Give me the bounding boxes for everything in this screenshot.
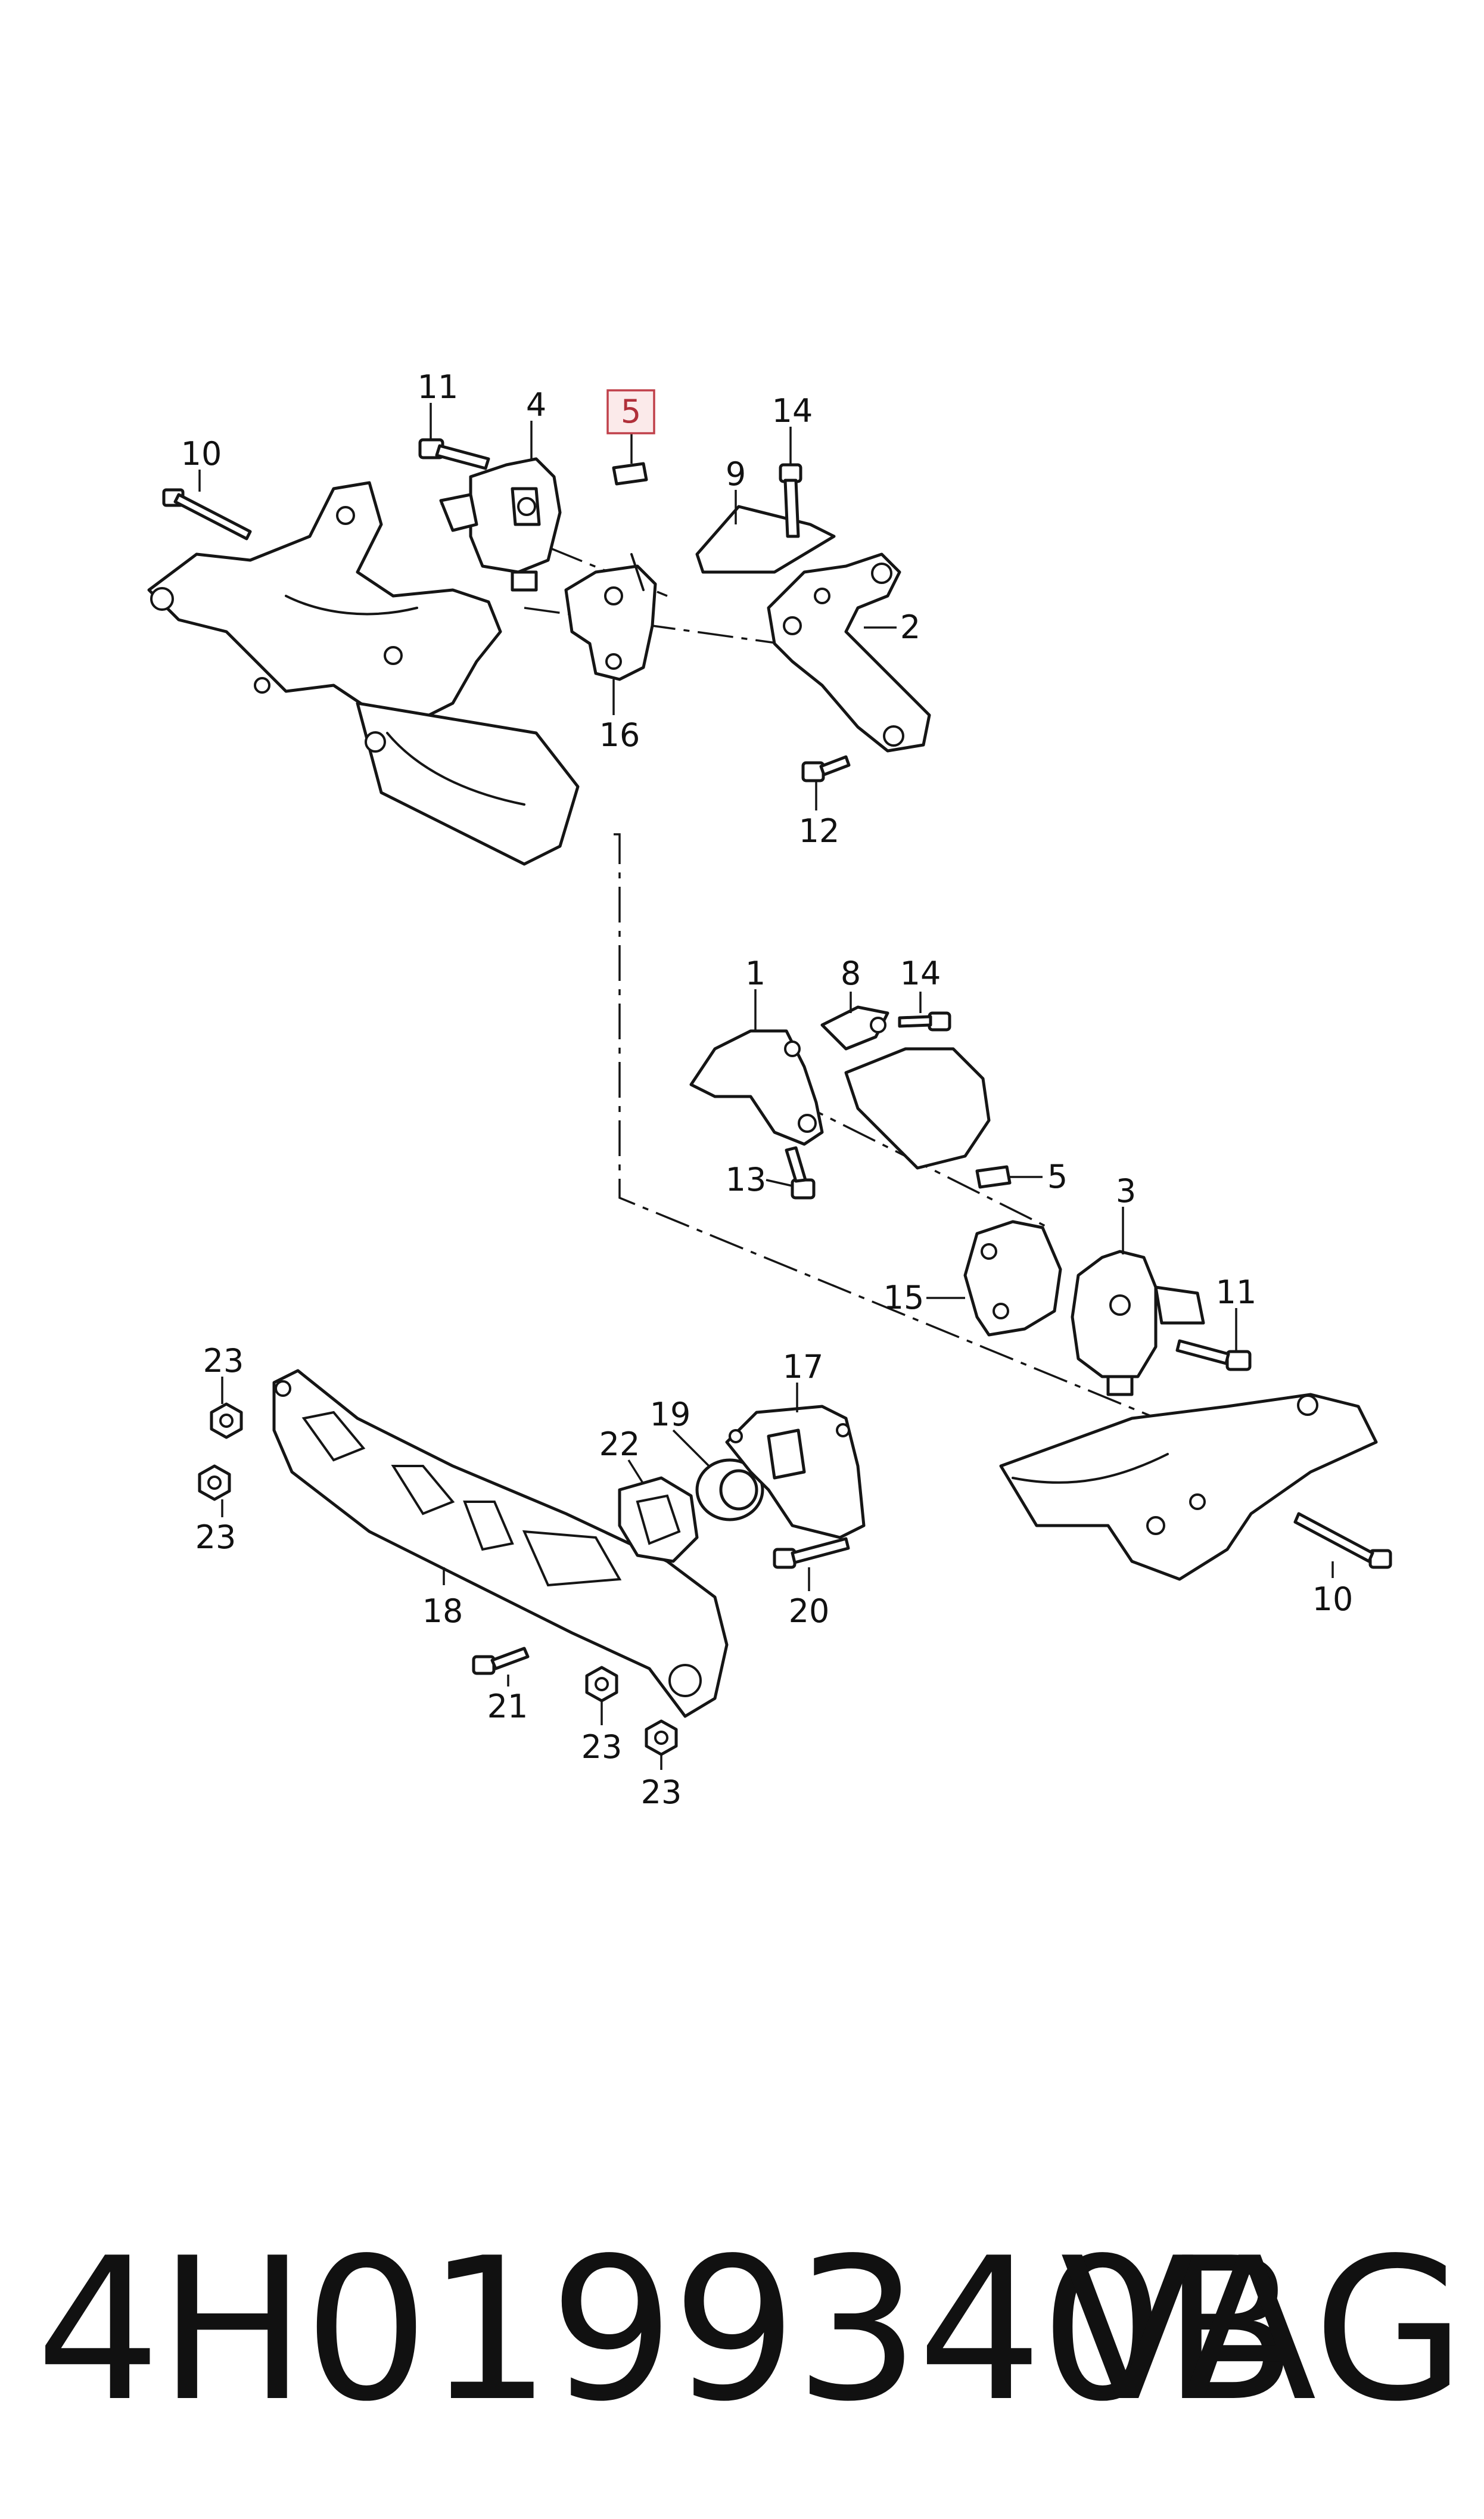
nut-23-d	[645, 1719, 678, 1756]
bolt-14-mid	[898, 1011, 951, 1032]
callout-labels: 11 4 5 14 10 9 2 16 12 1 8 14 13 5 3 15 …	[181, 368, 1354, 1811]
callout-2: 2	[900, 608, 920, 646]
engine-mount-3	[1071, 1250, 1205, 1396]
callout-23-b: 23	[195, 1518, 237, 1556]
leader-lines	[198, 403, 1334, 1770]
callout-14-mid: 14	[900, 955, 941, 992]
heat-shield-9	[695, 505, 836, 574]
bracket-17	[725, 1405, 866, 1539]
bolt-10-top	[162, 488, 252, 541]
callout-15: 15	[883, 1279, 925, 1316]
bolt-10-bottom	[1293, 1512, 1392, 1569]
callout-12: 12	[799, 812, 840, 850]
callout-23-c: 23	[581, 1728, 623, 1766]
bolt-14-top	[779, 463, 802, 538]
subframe-top	[147, 481, 580, 866]
stop-5-mid	[975, 1165, 1012, 1189]
engine-mount-4	[439, 457, 562, 592]
callout-4: 4	[526, 386, 546, 424]
callout-11-top: 11	[418, 368, 459, 406]
callout-19: 19	[650, 1396, 691, 1433]
callout-18: 18	[422, 1592, 463, 1630]
subframe-bottom-right	[999, 1393, 1378, 1581]
bracket-8-and-mount	[820, 1005, 991, 1170]
bracket-16	[564, 553, 657, 681]
callout-9: 9	[726, 455, 746, 493]
callout-20: 20	[789, 1592, 830, 1630]
part-number: 4H0199340B	[36, 2216, 1298, 2445]
gearbox-bracket-2	[767, 552, 931, 753]
bracket-15	[963, 1220, 1062, 1337]
callout-23-a: 23	[203, 1342, 244, 1380]
callout-10-top: 10	[181, 435, 222, 473]
bolt-12	[801, 755, 851, 782]
bolt-20	[773, 1537, 850, 1569]
callout-5-top: 5	[621, 393, 641, 430]
bolt-11-top	[418, 438, 490, 470]
callout-16: 16	[599, 716, 640, 754]
callout-8: 8	[841, 955, 861, 992]
nut-23-b	[198, 1464, 231, 1501]
callout-10-bottom: 10	[1312, 1580, 1354, 1618]
callout-23-d: 23	[641, 1773, 682, 1811]
brand-label: VAG	[1060, 2216, 1466, 2445]
callout-11-mid: 11	[1216, 1274, 1257, 1311]
bush-19	[695, 1458, 764, 1521]
crossmember-18	[272, 1369, 729, 1718]
part-number-footer: 4H0199340B VAG	[24, 2217, 1466, 2443]
bracket-1	[689, 1029, 824, 1146]
nut-23-c	[585, 1666, 618, 1703]
bolt-21	[472, 1647, 530, 1675]
nut-23-a	[210, 1402, 243, 1439]
bolt-11-mid	[1175, 1339, 1252, 1371]
callout-22: 22	[599, 1425, 640, 1463]
stop-5-top	[612, 462, 648, 486]
seal-22	[618, 1476, 699, 1563]
callout-21: 21	[487, 1688, 528, 1725]
callout-3: 3	[1116, 1172, 1136, 1210]
callout-5-mid: 5	[1047, 1158, 1068, 1195]
callout-14-top: 14	[772, 392, 813, 430]
callout-13: 13	[726, 1161, 767, 1198]
callout-17: 17	[783, 1348, 824, 1386]
highlight-box-part-5	[606, 389, 655, 434]
callout-1: 1	[745, 955, 766, 992]
bolt-13	[785, 1146, 816, 1200]
